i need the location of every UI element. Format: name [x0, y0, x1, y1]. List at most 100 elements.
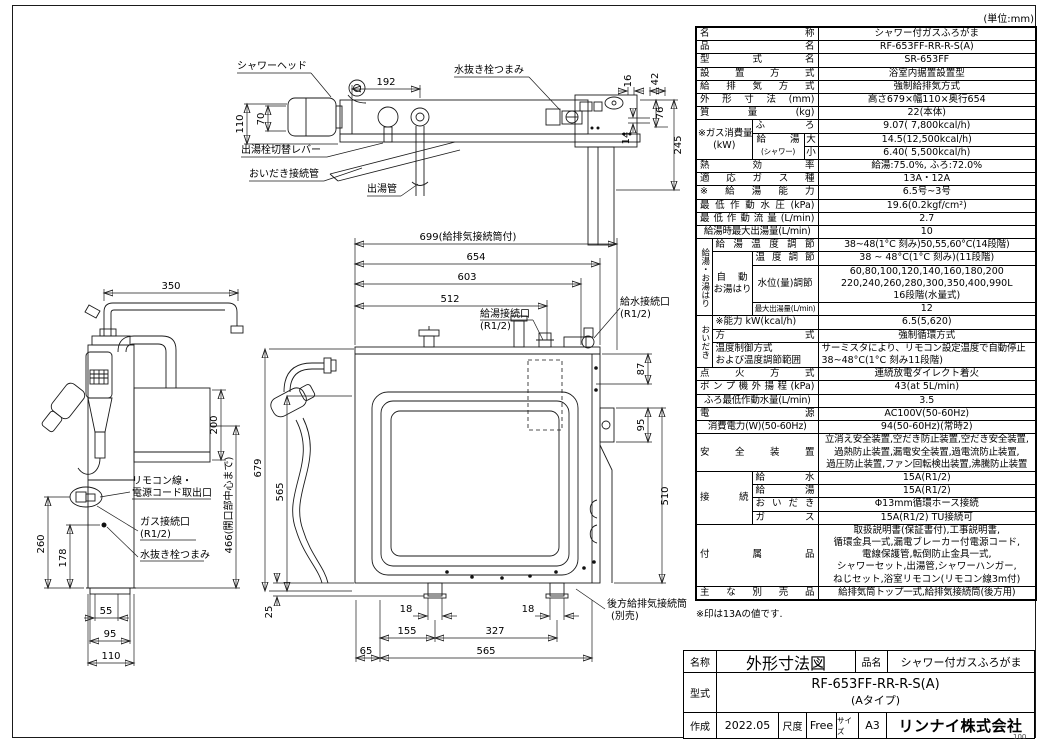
spec-label: ※給湯能力 — [695, 185, 819, 200]
spec-value: 14.5(12,500kcal/h) — [817, 132, 1037, 147]
row-name: 名称シャワー付ガスふろがま — [695, 26, 1037, 42]
spec-value: 連続放電ダイレクト着火 — [817, 367, 1037, 382]
spec-label: ガス — [751, 510, 819, 525]
spec-value: 13A・12A — [817, 172, 1037, 187]
title-block-row-2: 型式 RF-653FF-RR-R-S(A) (Aタイプ) — [684, 673, 1034, 713]
row-min-working-flow: 最低作動流量(L/min)2.7 — [695, 211, 1037, 227]
spec-value: 高さ679×幅110×奥行654 — [817, 93, 1037, 108]
dim-178: 178 — [58, 548, 69, 567]
spec-value: 15A(R1/2) TU接続可 — [817, 510, 1037, 525]
title-scale-label: 尺度 — [779, 713, 807, 738]
spec-label: 適応ガス種 — [695, 172, 819, 187]
row-oidaki-method: 方式強制循環方式 — [696, 328, 1037, 343]
outlet-lever-label: 出湯栓切替レバー — [241, 143, 321, 156]
dim-466: 466(開口部中心まで) — [222, 456, 235, 553]
dim-654: 654 — [466, 252, 485, 263]
dim-260: 260 — [36, 534, 47, 553]
oidaki-pipe-label: おいだき接続管 — [249, 167, 319, 180]
dim-510: 510 — [660, 486, 671, 505]
spec-label: 外形寸法(mm) — [695, 93, 819, 108]
side-view-dims: 350 200 260 178 55 95 110 — [36, 281, 240, 666]
unit-note: (単位:mm) — [983, 14, 1034, 25]
spec-label: 方式 — [711, 328, 819, 343]
top-view-labels: シャワーヘッド 水抜き栓つまみ 出湯栓切替レバー おいだき接続管 出湯管 — [237, 61, 561, 197]
title-scale-value: Free — [807, 713, 837, 738]
spec-label: 温度調節 — [751, 251, 819, 266]
dim-245: 245 — [673, 135, 684, 154]
spec-label: ポンプ機外揚程(kPa) — [695, 380, 819, 395]
hot-conn-label-1: 給湯接続口 — [480, 307, 530, 320]
dim-512: 512 — [440, 294, 459, 305]
spec-value: 15A(R1/2) — [817, 484, 1037, 499]
row-installation: 設置方式浴室内据置設置型 — [695, 66, 1037, 81]
spec-label: 型式名 — [695, 53, 819, 68]
spec-label: ※能力 kW(kcal/h) — [711, 315, 819, 330]
rear-flue-label-2: (別売) — [611, 609, 639, 622]
dim-110: 110 — [101, 651, 120, 662]
row-optional-items: 主な別売品給排気筒トップ一式,給排気接続筒(後方用) — [695, 585, 1037, 601]
row-weight: 質量(kg)22(本体) — [695, 106, 1037, 121]
connections-group-label: 接続 — [695, 470, 753, 525]
title-created-value: 2022.05 — [717, 713, 779, 738]
dim-95: 95 — [104, 629, 117, 640]
dim-18-left: 18 — [400, 604, 413, 615]
drain-knob-label: 水抜き栓つまみ — [140, 548, 210, 561]
spec-value: Φ13mm循環ホース接続 — [817, 497, 1037, 512]
spec-value: シャワー付ガスふろがま — [817, 26, 1037, 42]
top-view-body — [287, 79, 641, 246]
dim-603: 603 — [457, 272, 476, 283]
spec-label: 大 — [803, 132, 819, 147]
title-size-label: サイズ — [837, 713, 859, 738]
spec-value: 3.5 — [817, 393, 1037, 408]
spec-value: 43(at 5L/min) — [817, 380, 1037, 395]
front-view-labels: 給湯接続口 (R1/2) 給水接続口 (R1/2) 後方給排気接続筒 (別売) — [480, 295, 687, 622]
title-size-value: A3 — [859, 713, 887, 738]
spec-value: 6.40( 5,500kcal/h) — [817, 145, 1037, 161]
spec-label: 給排気方式 — [695, 79, 819, 95]
row-oidaki-power: おいだき※能力 kW(kcal/h)6.5(5,620) — [695, 315, 1037, 369]
row-intake-exhaust: 給排気方式強制給排気方式 — [695, 79, 1037, 95]
title-created-label: 作成 — [684, 713, 717, 738]
row-accessories: 付属品取扱説明書(保証書付),工事説明書,循環金具一式,漏電ブレーカー付電源コー… — [695, 523, 1037, 587]
dim-699: 699(給排気接続筒付) — [420, 230, 517, 243]
spec-value: 38 ~ 48°C(1°C 刻み)(11段階) — [817, 251, 1037, 266]
spec-value: 給湯:75.0%, ふろ:72.0% — [817, 159, 1037, 174]
hot-conn-label-2: (R1/2) — [480, 321, 511, 332]
row-min-working-pressure: 最低作動水圧(kPa)19.6(0.2kgf/cm²) — [695, 198, 1037, 213]
top-view-dims: 192 110 70 16 42 14 76 — [235, 73, 684, 190]
row-thermal-efficiency: 熱効率給湯:75.0%, ふろ:72.0% — [695, 159, 1037, 174]
dim-95: 95 — [636, 419, 647, 432]
dim-18-right: 18 — [522, 604, 535, 615]
spec-label: 給湯 — [751, 484, 819, 499]
company-name: リンナイ株式会社 — [898, 717, 1023, 735]
dim-76: 76 — [655, 107, 666, 120]
dim-65: 65 — [360, 646, 373, 657]
gas-consumption-group-label: ※ガス消費量(kW) — [695, 119, 753, 161]
spec-value: 6.5(5,620) — [817, 315, 1037, 330]
spec-label: 消費電力(W)(50-60Hz) — [695, 420, 819, 435]
spec-label: 設置方式 — [695, 66, 819, 81]
cord-outlet-label-1: リモコン線・ — [132, 474, 192, 487]
dim-14: 14 — [621, 132, 632, 145]
spec-label: 水位(量)調節 — [751, 264, 819, 304]
spec-value: 19.6(0.2kgf/cm²) — [817, 198, 1037, 213]
top-view: 192 110 70 16 42 14 76 — [235, 61, 684, 246]
spec-value: 給排気筒トップ一式,給排気接続筒(後方用) — [817, 585, 1037, 601]
title-block-row-1: 名称 外形寸法図 品名 シャワー付ガスふろがま — [684, 651, 1034, 673]
gas-conn-label-1: ガス接続口 — [140, 515, 190, 528]
kyuto-shower-label: 給湯(シャワー) — [751, 132, 805, 161]
dim-155: 155 — [397, 626, 416, 637]
spec-label: 品名 — [695, 40, 819, 55]
side-view: 350 200 260 178 55 95 110 — [36, 281, 244, 666]
